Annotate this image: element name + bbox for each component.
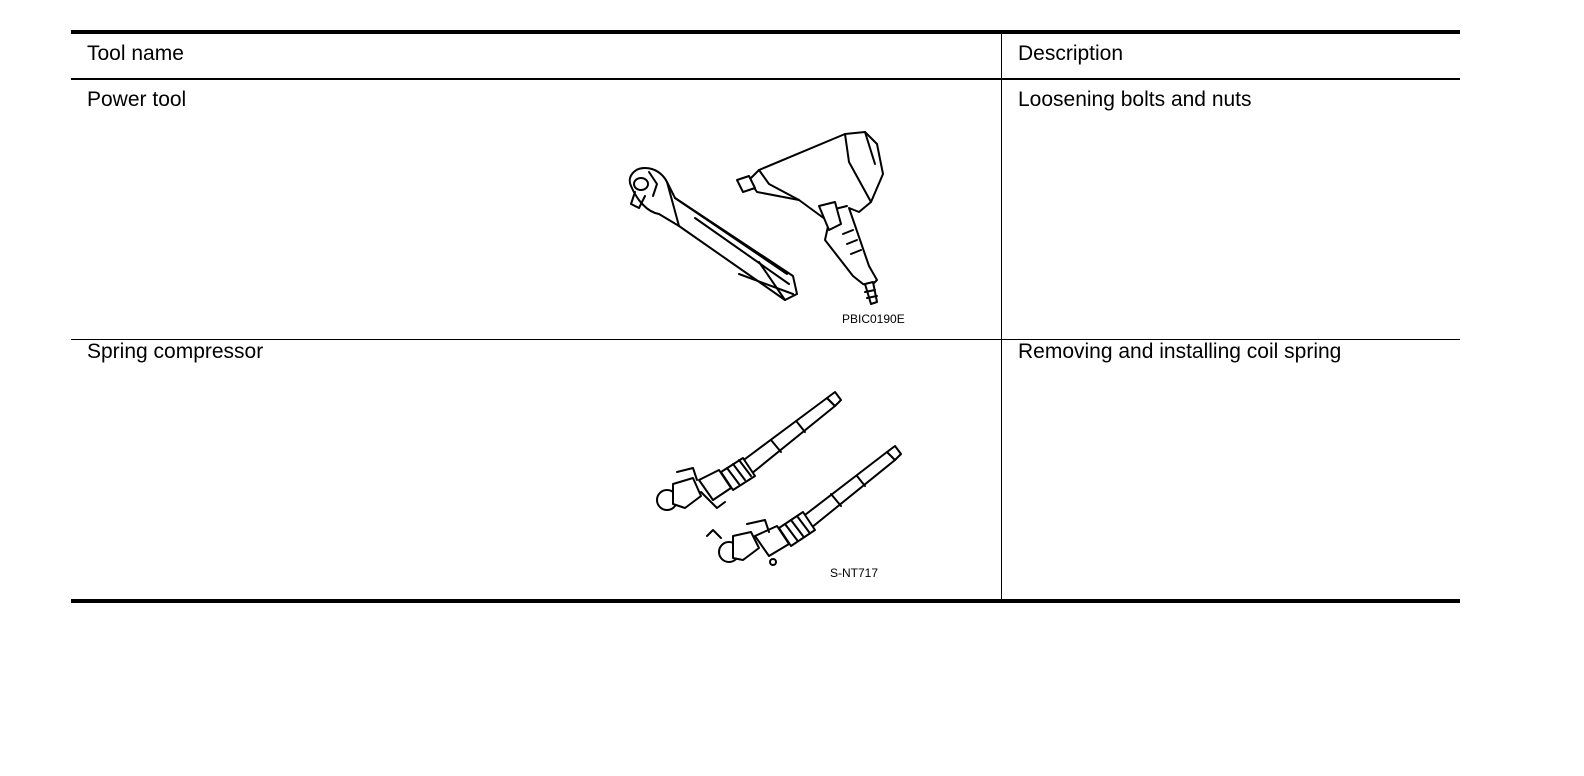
power-tool-figure: PBIC0190E — [609, 126, 929, 326]
tool-name-cell: Spring compressor — [71, 340, 1002, 599]
ratchet-wrench-icon — [628, 167, 798, 301]
tool-description: Removing and installing coil spring — [1018, 340, 1342, 363]
spring-compressor-figure: S-NT717 — [651, 388, 921, 586]
impact-wrench-icon — [736, 131, 884, 305]
tool-description: Loosening bolts and nuts — [1018, 88, 1252, 111]
header-tool-name: Tool name — [87, 42, 184, 65]
table-row: Spring compressor — [71, 339, 1460, 599]
tool-name: Power tool — [87, 88, 187, 111]
description-cell: Loosening bolts and nuts — [1002, 80, 1460, 339]
description-cell: Removing and installing coil spring — [1002, 340, 1460, 599]
figure-code: PBIC0190E — [842, 312, 905, 326]
table-header-row: Tool name Description — [71, 34, 1460, 79]
tool-table: Tool name Description Power tool — [71, 30, 1460, 603]
spring-compressor-icon — [656, 391, 902, 566]
tool-name: Spring compressor — [87, 340, 264, 363]
tool-name-cell: Power tool — [71, 80, 1002, 339]
table-row: Power tool — [71, 79, 1460, 339]
figure-code: S-NT717 — [830, 566, 879, 580]
header-description: Description — [1018, 42, 1124, 65]
header-cell-description: Description — [1002, 34, 1460, 78]
header-cell-tool-name: Tool name — [71, 34, 1002, 78]
